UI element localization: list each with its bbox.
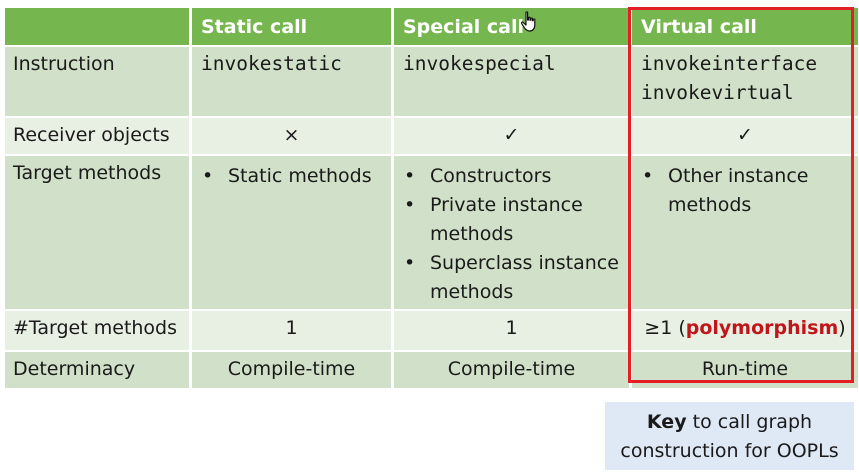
bullet-item: • Other instance methods [642,162,854,220]
bullet-list: • Constructors • Private instance methods • S… [394,156,629,307]
polymorphism-emphasis: polymorphism [685,317,839,339]
bullet-icon: • [404,252,416,274]
instruction-special: invokespecial [394,47,629,116]
header-corner [5,8,189,45]
instruction-static: invokestatic [192,47,391,116]
determinacy-static: Compile-time [192,352,391,388]
target-count-special: 1 [394,311,629,350]
call-types-table: Static call Special call Virtual call In… [5,8,858,388]
bullet-list: • Static methods [192,156,391,191]
row-label-target-count: #Target methods [5,311,189,350]
hand-pointer-icon [520,11,536,32]
row-label-target-methods: Target methods [5,156,189,309]
bullet-item: • Static methods [202,162,387,191]
header-special-call: Special call [394,8,629,45]
bullet-text: Private instance methods [430,194,583,245]
target-methods-special: • Constructors • Private instance methods • S… [394,156,629,309]
check-mark-icon: ✓ [394,118,629,154]
bullet-text: Superclass instance methods [430,252,619,303]
cross-mark-icon: × [192,118,391,154]
key-note-text: to call graph construction for OOPLs [620,411,839,462]
determinacy-special: Compile-time [394,352,629,388]
bullet-list: • Other instance methods [632,156,858,220]
key-note: Key to call graph construction for OOPLs [605,402,854,470]
bullet-icon: • [642,165,654,187]
instruction-virtual: invokeinterface invokevirtual [632,47,858,116]
key-note-bold: Key [646,411,687,433]
header-static-call: Static call [192,8,391,45]
row-label-instruction: Instruction [5,47,189,116]
check-mark-icon: ✓ [632,118,858,154]
header-virtual-call: Virtual call [632,8,858,45]
determinacy-virtual: Run-time [632,352,858,388]
target-count-prefix: ≥1 ( [644,317,686,339]
target-methods-static: • Static methods [192,156,391,309]
bullet-text: Static methods [228,165,372,187]
bullet-item: • Superclass instance methods [404,249,625,307]
target-count-suffix: ) [838,317,846,339]
target-methods-virtual: • Other instance methods [632,156,858,309]
bullet-text: Constructors [430,165,552,187]
bullet-icon: • [404,165,416,187]
row-label-determinacy: Determinacy [5,352,189,388]
row-label-receiver-objects: Receiver objects [5,118,189,154]
bullet-icon: • [202,165,214,187]
bullet-item: • Private instance methods [404,191,625,249]
target-count-static: 1 [192,311,391,350]
bullet-icon: • [404,194,416,216]
bullet-text: Other instance methods [668,165,809,216]
bullet-item: • Constructors [404,162,625,191]
target-count-virtual: ≥1 (polymorphism) [632,311,858,350]
